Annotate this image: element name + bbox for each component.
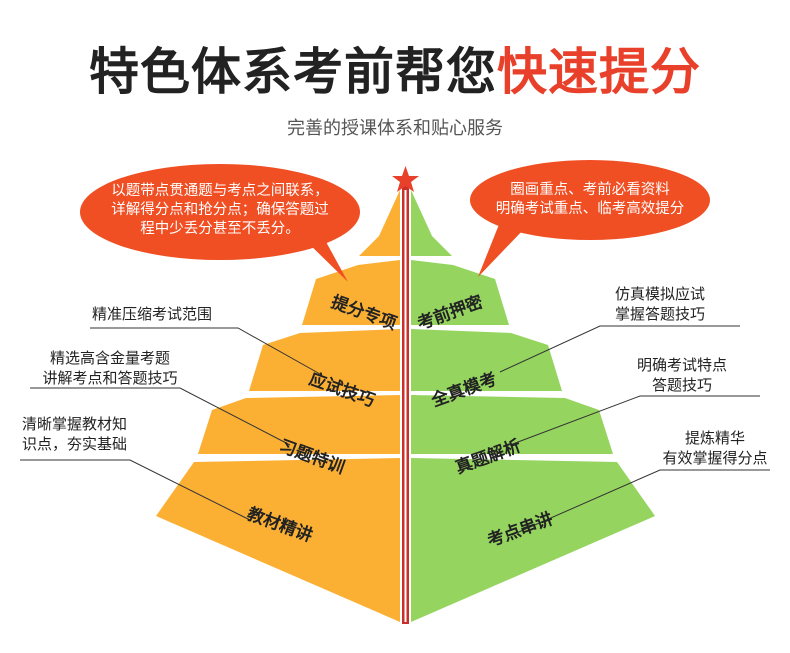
left-annotation: 精选高含金量考题 讲解考点和答题技巧 — [30, 348, 190, 388]
right-bubble: 圈画重点、考前必看资料 明确考试重点、临考高效提分 — [485, 181, 695, 219]
left-band-1 — [359, 190, 400, 256]
annotation-line: 清晰掌握教材知 — [22, 415, 128, 433]
annotation-line: 提炼精华 — [684, 429, 745, 447]
annotation-line: 明确考试特点 — [636, 356, 727, 374]
annotation-lines — [20, 325, 770, 536]
left-band-5 — [156, 458, 400, 622]
annotation-line: 有效掌握得分点 — [662, 449, 768, 467]
annotation-line: 仿真模拟应试 — [614, 285, 705, 303]
right-band-2 — [411, 260, 509, 325]
left-annotation: 清晰掌握教材知 识点，夯实基础 — [22, 414, 127, 454]
left-annotation: 精准压缩考试范围 — [92, 304, 212, 324]
annotation-line: 精准压缩考试范围 — [92, 305, 213, 323]
annotation-line: 精选高含金量考题 — [49, 349, 170, 367]
title-highlight: 快速提分 — [497, 43, 701, 101]
right-bubble-line: 明确考试重点、临考高效提分 — [495, 201, 685, 217]
left-bubble-shape — [80, 164, 360, 282]
left-bubble-line: 以题带点贯通题与考点之间联系， — [111, 183, 329, 199]
right-band-3 — [411, 329, 562, 391]
right-annotation: 提炼精华 有效掌握得分点 — [650, 428, 780, 468]
right-band-4 — [411, 395, 613, 454]
star-icon — [392, 166, 419, 192]
left-bubble-line: 详解得分点和抢分点；确保答题过 — [111, 202, 329, 218]
page-subtitle: 完善的授课体系和贴心服务 — [287, 118, 503, 139]
right-bubble-shape — [470, 160, 710, 277]
annotation-line: 掌握答题技巧 — [614, 305, 705, 323]
left-band-3 — [249, 329, 400, 391]
page-title: 特色体系考前帮您快速提分 — [0, 42, 790, 102]
annotation-line: 答题技巧 — [651, 376, 712, 394]
left-pyramid — [156, 190, 400, 622]
right-annotation: 仿真模拟应试 掌握答题技巧 — [600, 284, 720, 324]
right-band-5 — [411, 458, 655, 622]
left-bubble-line: 程中少丢分甚至不丢分。 — [140, 221, 300, 237]
title-main: 特色体系考前帮您 — [89, 43, 497, 101]
left-band-4 — [198, 395, 400, 454]
annotation-line: 识点，夯实基础 — [22, 435, 128, 453]
left-bubble: 以题带点贯通题与考点之间联系， 详解得分点和抢分点；确保答题过 程中少丢分甚至不… — [95, 182, 345, 239]
right-annotation: 明确考试特点 答题技巧 — [622, 355, 742, 395]
right-bubble-line: 圈画重点、考前必看资料 — [510, 182, 670, 198]
annotation-line: 讲解考点和答题技巧 — [42, 369, 178, 387]
right-band-1 — [411, 190, 452, 256]
left-band-2 — [302, 260, 400, 325]
